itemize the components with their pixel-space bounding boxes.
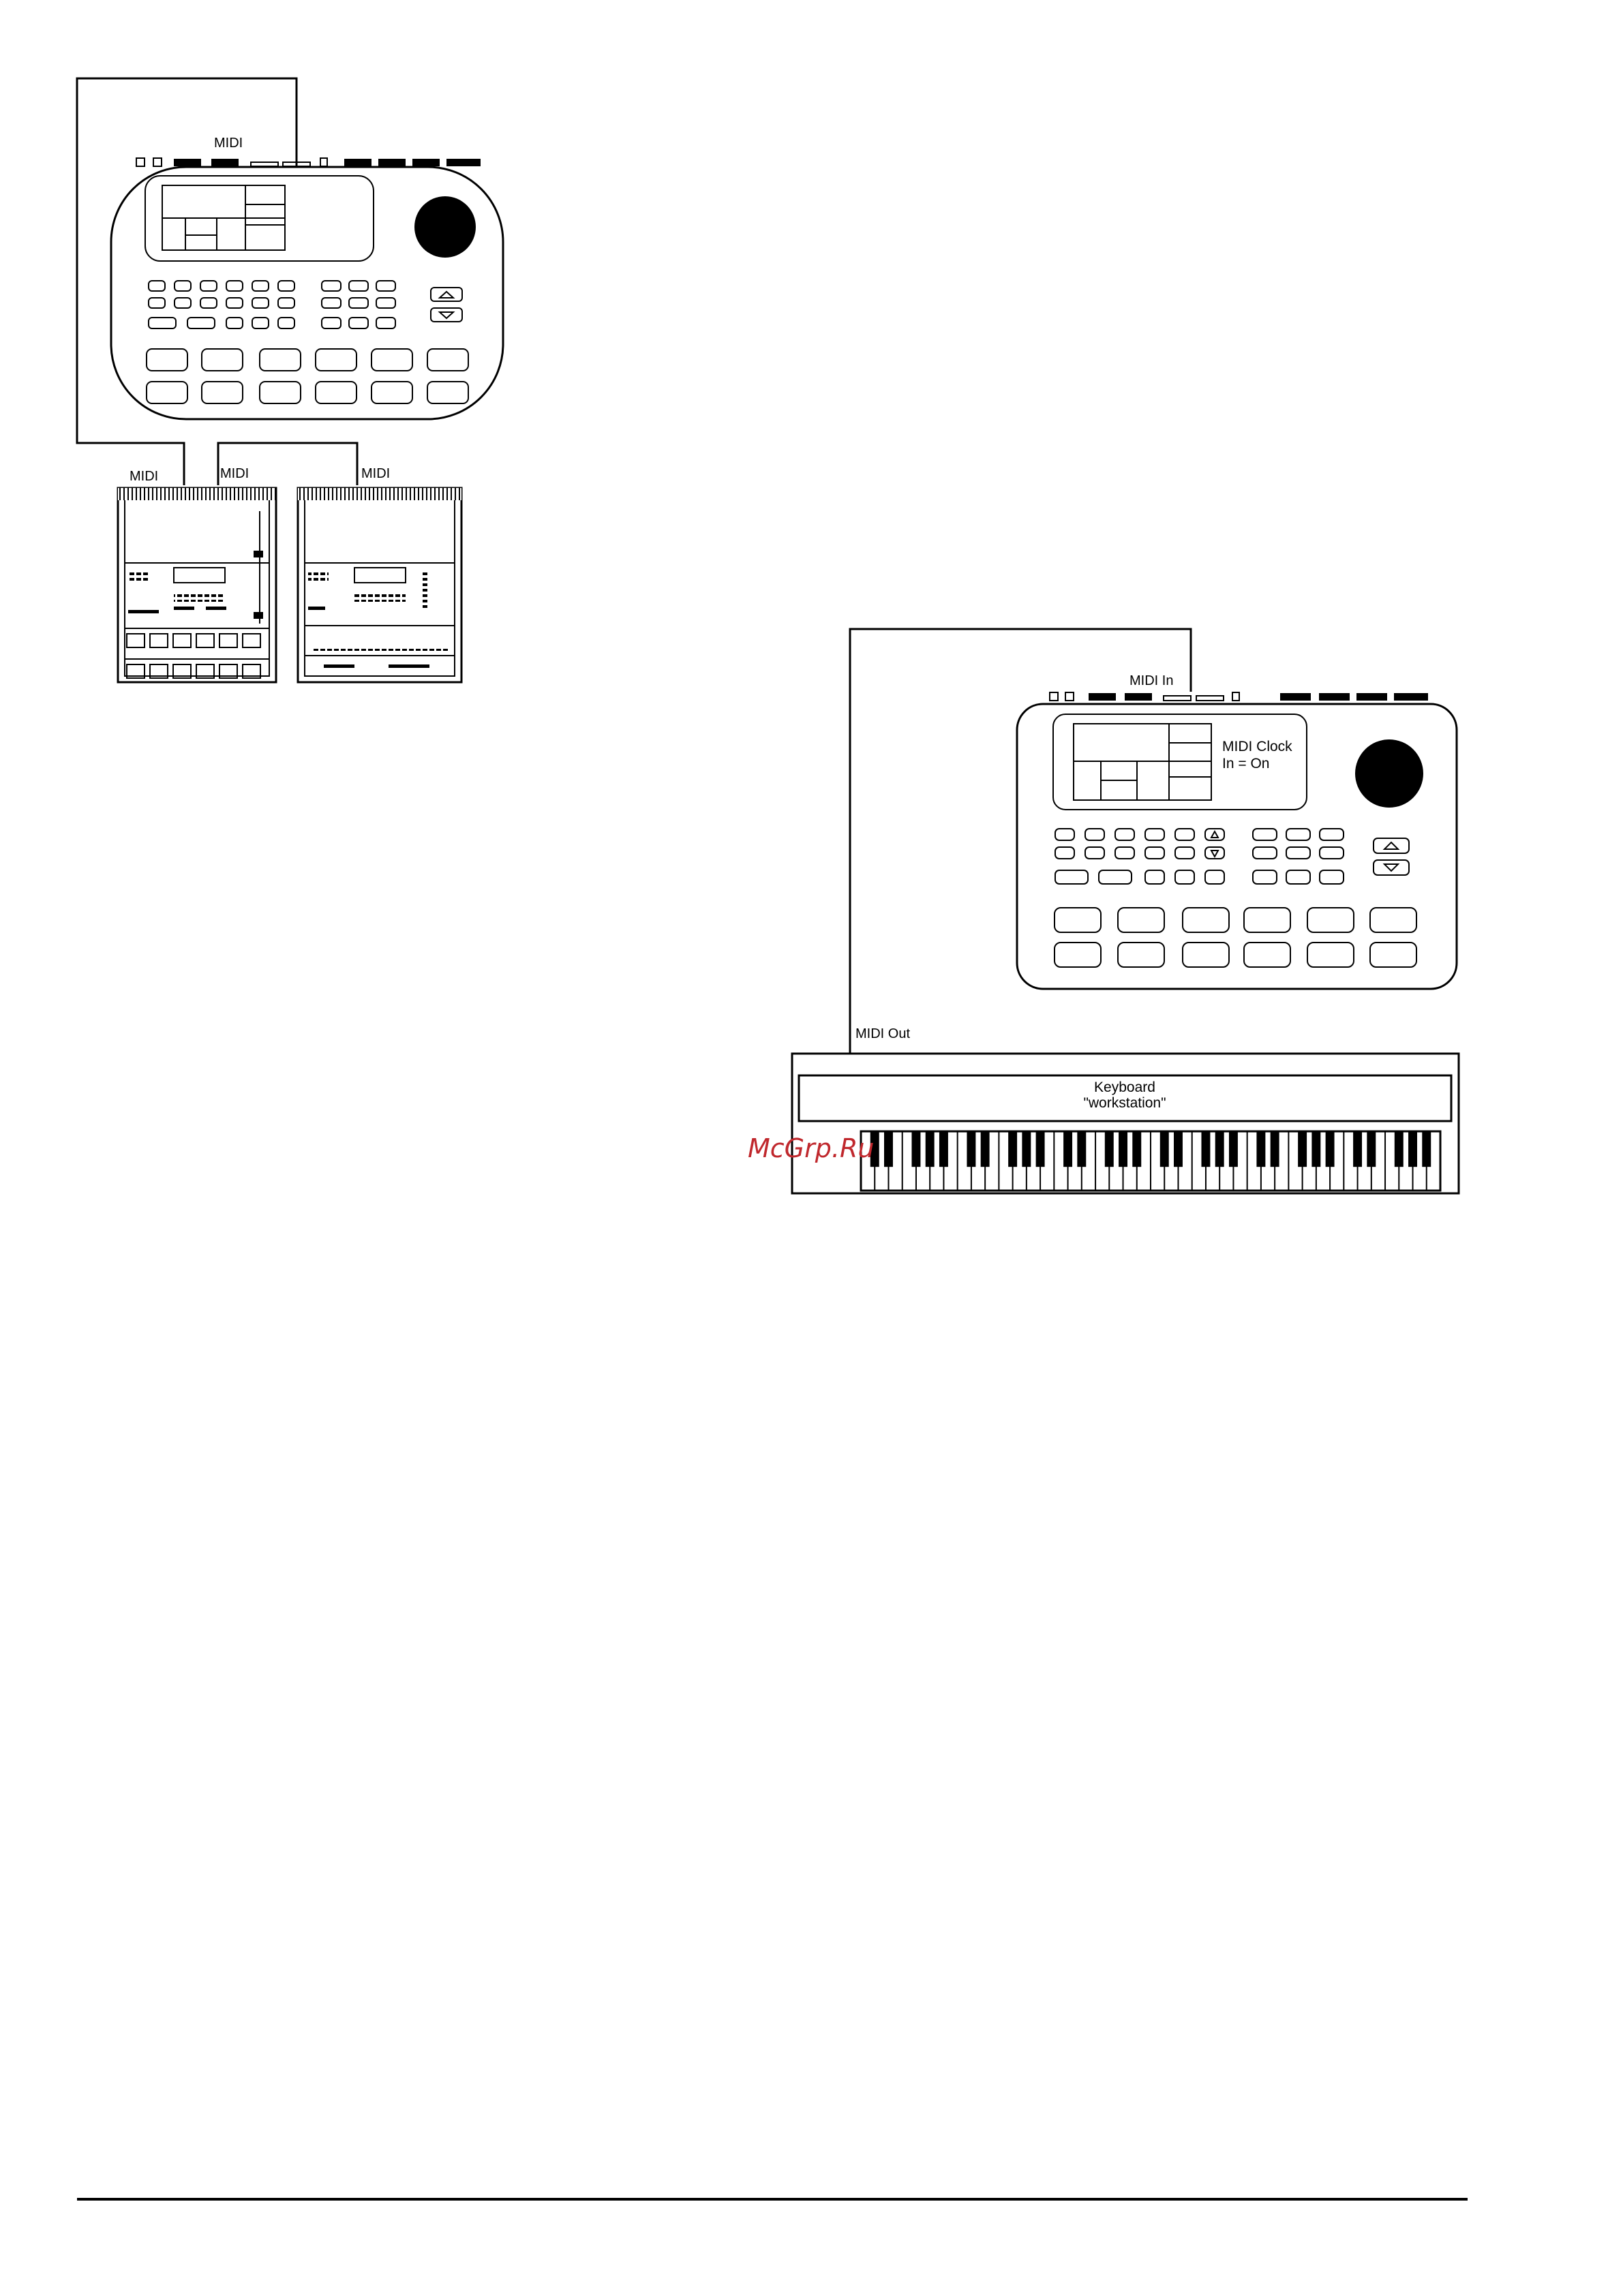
black-key <box>1353 1131 1362 1167</box>
keyboard-workstation: Keyboard "workstation" <box>792 1054 1459 1193</box>
setup-b-pads <box>1055 908 1416 967</box>
black-key <box>1271 1131 1279 1167</box>
rear-connectors <box>1050 692 1428 701</box>
black-key <box>939 1131 948 1167</box>
black-key <box>1036 1131 1045 1167</box>
black-key <box>967 1131 975 1167</box>
sound-module-left <box>118 488 276 682</box>
setup-b-diagram: MIDI In MIDI Out <box>792 629 1459 1193</box>
black-key <box>1132 1131 1141 1167</box>
black-key <box>1408 1131 1417 1167</box>
top-unit-midi-label: MIDI <box>214 136 243 151</box>
watermark: McGrp.Ru <box>748 1133 874 1163</box>
black-key <box>926 1131 935 1167</box>
black-key <box>1077 1131 1086 1167</box>
black-key <box>1105 1131 1114 1167</box>
midi-out-label: MIDI Out <box>855 1026 910 1041</box>
setup-b-midi-cable <box>850 629 1191 1054</box>
black-key <box>1063 1131 1072 1167</box>
module-left-midi-out-label: MIDI <box>220 466 249 481</box>
top-unit-lcd <box>162 185 285 250</box>
black-key <box>1229 1131 1238 1167</box>
setup-b-small-buttons <box>1055 829 1344 884</box>
black-key <box>1311 1131 1320 1167</box>
midi-in-label: MIDI In <box>1129 673 1173 688</box>
black-key <box>1422 1131 1431 1167</box>
module-right-midi-label: MIDI <box>361 466 390 481</box>
top-unit-pads <box>147 349 468 403</box>
black-key <box>1160 1131 1169 1167</box>
setup-b-unit-lcd <box>1074 724 1211 800</box>
display-note-line2: In = On <box>1222 756 1269 771</box>
black-key <box>1008 1131 1017 1167</box>
display-note-line1: MIDI Clock <box>1222 739 1292 754</box>
black-key <box>1215 1131 1224 1167</box>
black-key <box>1174 1131 1183 1167</box>
rear-connectors <box>136 158 481 166</box>
black-key <box>1326 1131 1335 1167</box>
top-unit-small-buttons <box>149 281 395 328</box>
top-unit-arrow-buttons <box>431 288 462 322</box>
drum-machine-setup-b: MIDI Clock In = On <box>1017 692 1457 989</box>
top-unit-data-knob <box>414 196 476 258</box>
black-key <box>1201 1131 1210 1167</box>
drum-machine-top-unit: MIDI <box>111 136 503 419</box>
black-key <box>884 1131 893 1167</box>
sound-module-right <box>298 488 461 682</box>
black-key <box>1022 1131 1031 1167</box>
black-key <box>981 1131 990 1167</box>
black-key <box>911 1131 920 1167</box>
black-key <box>1298 1131 1307 1167</box>
setup-a-diagram: MIDI <box>77 78 503 682</box>
keyboard-label-line2: "workstation" <box>1083 1095 1166 1111</box>
black-key <box>1256 1131 1265 1167</box>
keyboard-label-line1: Keyboard <box>1094 1080 1155 1095</box>
black-key <box>1395 1131 1404 1167</box>
black-key <box>1119 1131 1127 1167</box>
setup-b-data-knob <box>1355 739 1423 808</box>
module-left-midi-in-label: MIDI <box>130 469 158 484</box>
black-key <box>1367 1131 1376 1167</box>
